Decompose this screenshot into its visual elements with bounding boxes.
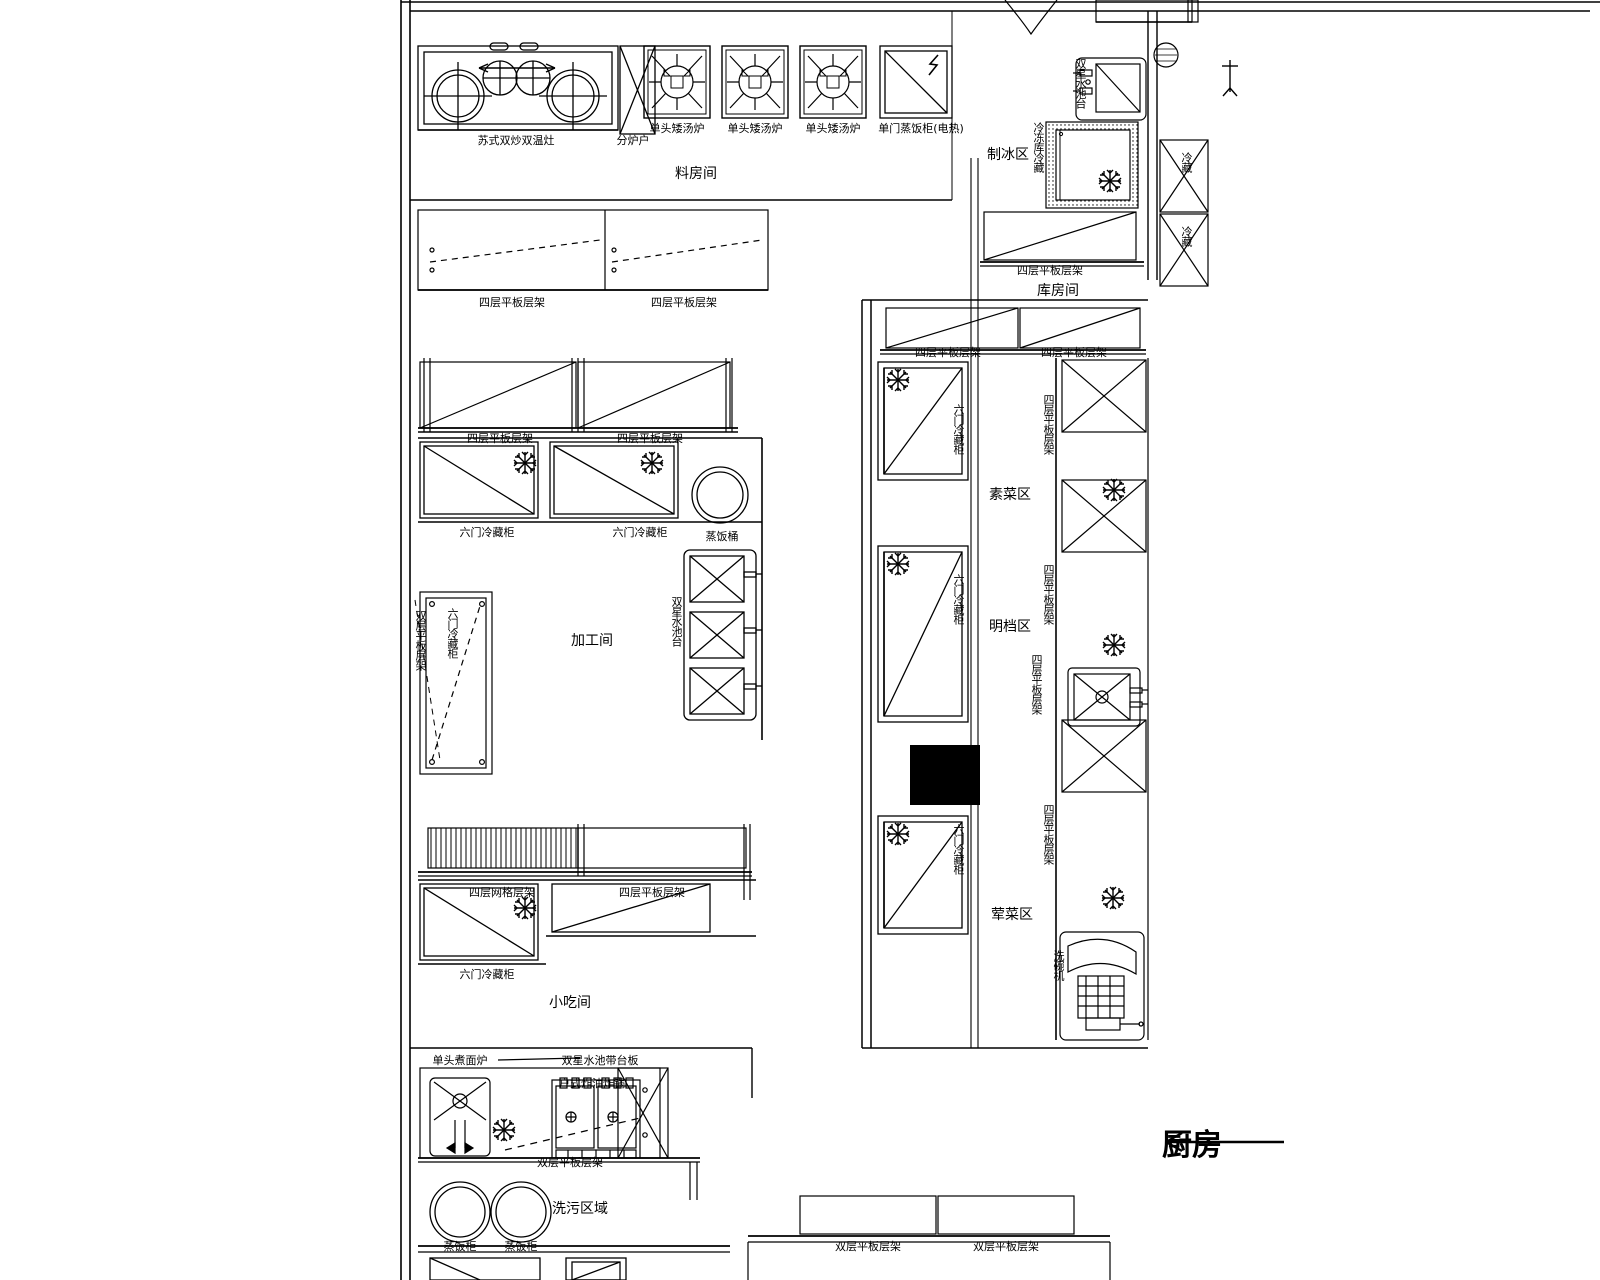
vlabel-freezer-1: 六门冷藏柜 [952,404,965,454]
room-label-veg: 素菜区 [989,487,1031,503]
equipment-label-shelf-store-2: 四层平板层架 [915,346,981,359]
equipment-label-shelf-b1: 四层平板层架 [467,432,533,445]
room-label-wash: 洗污区域 [552,1201,608,1217]
equipment-label-steam-cab-1: 蒸饭柜 [443,1240,477,1253]
cabinet-mark-2: 冷藏 [1180,226,1193,246]
drawing-title: 厨房 [1162,1128,1222,1163]
equipment-label-rice-bucket: 蒸饭桶 [705,530,739,543]
equipment-label-wok-range: 苏式双炒双温灶 [477,134,555,147]
room-label-cook: 料房间 [675,166,717,182]
vlabel-shelf-r2: 四层平板层架 [1042,564,1055,624]
equipment-label-shelf-c2: 四层平板层架 [619,886,685,899]
equipment-label-fryer: 户式炸油炸锅 [559,1077,625,1090]
equipment-label-steam-cab-2: 蒸饭柜 [504,1240,538,1253]
equipment-label-double-sink: 双星水池带台板 [561,1054,639,1067]
equipment-label-shelf-c1: 四层网格层架 [469,886,535,899]
vlabel-shelf-r1: 四层平板层架 [1042,394,1055,454]
equipment-label-noodle-stove: 单头煮面炉 [432,1054,488,1067]
equipment-label-shelf-b2: 四层平板层架 [617,432,683,445]
room-label-process: 加工间 [571,633,613,649]
equipment-label-soup-stove-1: 单头矮汤炉 [649,122,705,135]
equipment-label-shelf-d: 双层平板层架 [537,1156,603,1169]
equipment-label-fridge-c1: 六门冷藏柜 [459,968,515,981]
equipment-label-bottom-shelf-1: 双层平板层架 [835,1240,901,1253]
vlabel-sink-table: 双星水池台 [670,596,683,646]
room-label-ice: 制冰区 [987,147,1029,163]
equipment-label-steamer-cabinet: 单门蒸饭柜(电热) [878,122,964,135]
vlabel-shelf-r3: 四层平板层架 [1030,654,1043,714]
vlabel-freezer-3: 六门冷藏柜 [952,824,965,874]
room-label-openkitchen: 明档区 [989,619,1031,635]
room-label-store: 库房间 [1037,283,1079,299]
room-label-snack: 小吃间 [549,995,591,1011]
vlabel-left-fridge: 六门冷藏柜 [446,608,459,658]
equipment-label-soup-stove-2: 单头矮汤炉 [727,122,783,135]
equipment-label-shelf-a1: 四层平板层架 [479,296,545,309]
equipment-label-shelf-store-1: 四层平板层架 [1017,264,1083,277]
equipment-label-shelf-a2: 四层平板层架 [651,296,717,309]
vlabel-shelf-r4: 四层平板层架 [1042,804,1055,864]
cabinet-mark-1: 冷藏 [1180,152,1193,172]
equipment-label-soup-stove-3: 单头矮汤炉 [805,122,861,135]
equipment-label-fridge-b1: 六门冷藏柜 [459,526,515,539]
vlabel-cold-store: 冷冻库冷藏 [1032,122,1045,172]
vlabel-sink-top: 双星水池台 [1074,58,1087,108]
vlabel-freezer-2: 六门冷藏柜 [952,574,965,624]
equipment-label-bottom-shelf-2: 双层平板层架 [973,1240,1039,1253]
equipment-label-shelf-store-3: 四层平板层架 [1041,346,1107,359]
equipment-label-exhaust-hood: 分炉户 [616,134,650,147]
vlabel-dishwasher: 洗碗机 [1052,950,1065,980]
equipment-label-fridge-b2: 六门冷藏柜 [612,526,668,539]
room-label-meat: 荤菜区 [991,907,1033,923]
vlabel-left-shelf: 双层平板层架 [414,610,427,670]
